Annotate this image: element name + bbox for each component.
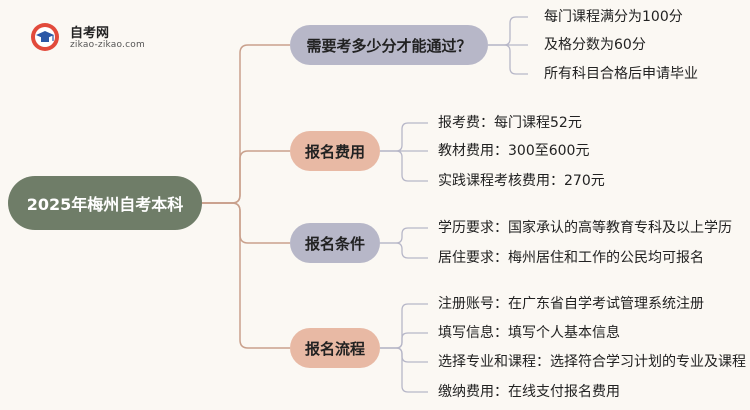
leaf-fees-2: 实践课程考核费用：270元 <box>438 173 605 189</box>
branch-fees: 报名费用 <box>290 131 380 171</box>
leaf-fees-0: 报考费：每门课程52元 <box>438 115 582 131</box>
link-root-b1 <box>202 150 290 204</box>
link-b3-leaf0 <box>380 303 428 349</box>
logo-name: 自考网 <box>70 26 110 41</box>
link-b0-leaf2 <box>488 44 528 75</box>
site-logo[interactable]: 自考网 zikao-zikao.com <box>30 20 170 56</box>
link-root-b0 <box>202 44 290 204</box>
leaf-req-1: 居住要求：梅州居住和工作的公民均可报名 <box>438 250 704 266</box>
leaf-proc-0: 注册账号：在广东省自学考试管理系统注册 <box>438 296 704 312</box>
link-b3-leaf1 <box>380 332 428 349</box>
link-b1-leaf2 <box>380 150 428 182</box>
leaf-proc-3: 缴纳费用：在线支付报名费用 <box>438 384 620 400</box>
leaf-fees-1: 教材费用：300至600元 <box>438 143 590 159</box>
root-node: 2025年梅州自考本科 <box>8 176 202 230</box>
link-b2-leaf1 <box>380 242 428 259</box>
leaf-pass-2: 所有科目合格后申请毕业 <box>544 66 698 82</box>
link-b1-leaf0 <box>380 122 428 152</box>
branch-requirements: 报名条件 <box>290 223 380 263</box>
branch-pass-score: 需要考多少分才能通过？ <box>290 25 488 65</box>
link-b3-leaf3 <box>380 347 428 393</box>
leaf-proc-1: 填写信息：填写个人基本信息 <box>438 325 620 341</box>
link-root-b3 <box>202 202 290 349</box>
leaf-pass-1: 及格分数为60分 <box>544 37 646 53</box>
link-b3-leaf2 <box>380 347 428 363</box>
link-b0-leaf0 <box>488 16 528 46</box>
leaf-proc-2: 选择专业和课程：选择符合学习计划的专业及课程 <box>438 354 746 370</box>
graduation-cap-icon <box>31 23 59 51</box>
link-b2-leaf0 <box>380 227 428 244</box>
link-root-b2 <box>202 202 290 244</box>
branch-process: 报名流程 <box>290 328 380 368</box>
leaf-req-0: 学历要求：国家承认的高等教育专科及以上学历 <box>438 220 732 236</box>
leaf-pass-0: 每门课程满分为100分 <box>544 9 683 25</box>
logo-url: zikao-zikao.com <box>70 40 145 50</box>
